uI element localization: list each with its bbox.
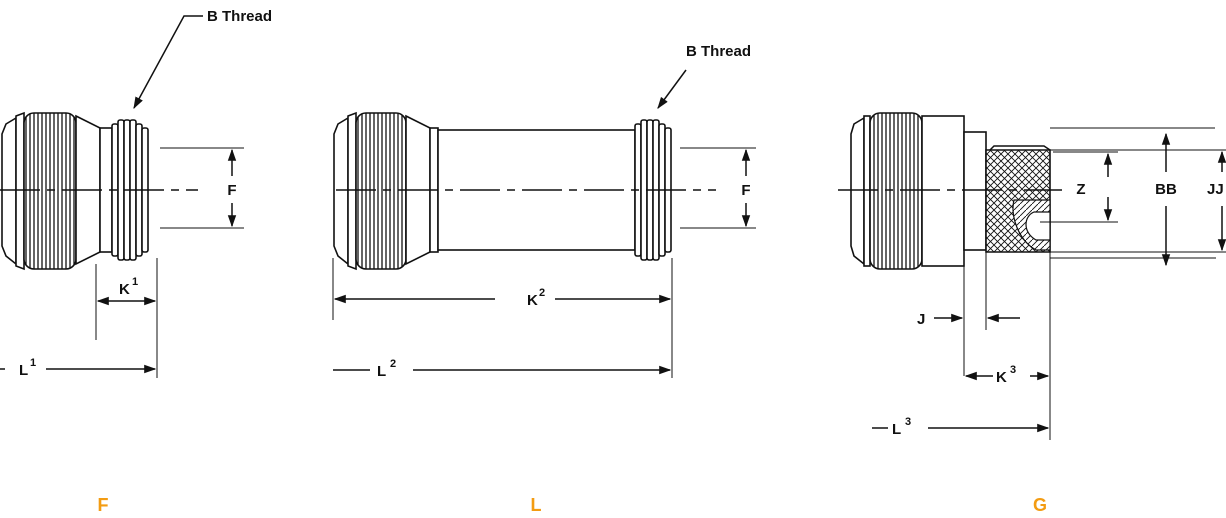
view-f-connector-body bbox=[0, 111, 198, 271]
view-l-dim-f: F bbox=[741, 182, 750, 199]
view-l-dim-k: K bbox=[527, 292, 538, 309]
view-l: B Thread F K 2 L 2 L bbox=[332, 43, 756, 515]
view-g-dim-k: K bbox=[996, 369, 1007, 386]
view-g-dim-k-sup: 3 bbox=[1010, 364, 1016, 376]
view-g-dim-z: Z bbox=[1076, 181, 1085, 198]
view-g-dim-j: J bbox=[917, 311, 925, 328]
view-f-dim-l: L bbox=[19, 362, 28, 379]
view-l-dim-k-sup: 2 bbox=[539, 287, 545, 299]
view-g-connector-body bbox=[838, 112, 1062, 270]
view-l-thread-label: B Thread bbox=[686, 43, 751, 60]
view-g-dim-l: L bbox=[892, 421, 901, 438]
view-g-dim-l-sup: 3 bbox=[905, 416, 911, 428]
view-f-dim-k-sup: 1 bbox=[132, 276, 138, 288]
view-l-connector-body bbox=[333, 111, 716, 271]
view-l-dim-l: L bbox=[377, 363, 386, 380]
view-f-dim-l-sup: 1 bbox=[30, 357, 36, 369]
view-g-dim-bb: BB bbox=[1155, 181, 1177, 198]
view-g: Z BB JJ J K 3 L 3 G bbox=[838, 112, 1226, 515]
view-g-dim-jj: JJ bbox=[1207, 181, 1224, 198]
view-l-caption: L bbox=[531, 495, 542, 515]
view-f-thread-label: B Thread bbox=[207, 8, 272, 25]
view-f-dim-k: K bbox=[119, 281, 130, 298]
view-l-dim-l-sup: 2 bbox=[390, 358, 396, 370]
view-f-caption: F bbox=[98, 495, 109, 515]
view-f: B Thread F K 1 L 1 F bbox=[0, 8, 272, 515]
view-f-dim-f: F bbox=[227, 182, 236, 199]
view-g-caption: G bbox=[1033, 495, 1047, 515]
